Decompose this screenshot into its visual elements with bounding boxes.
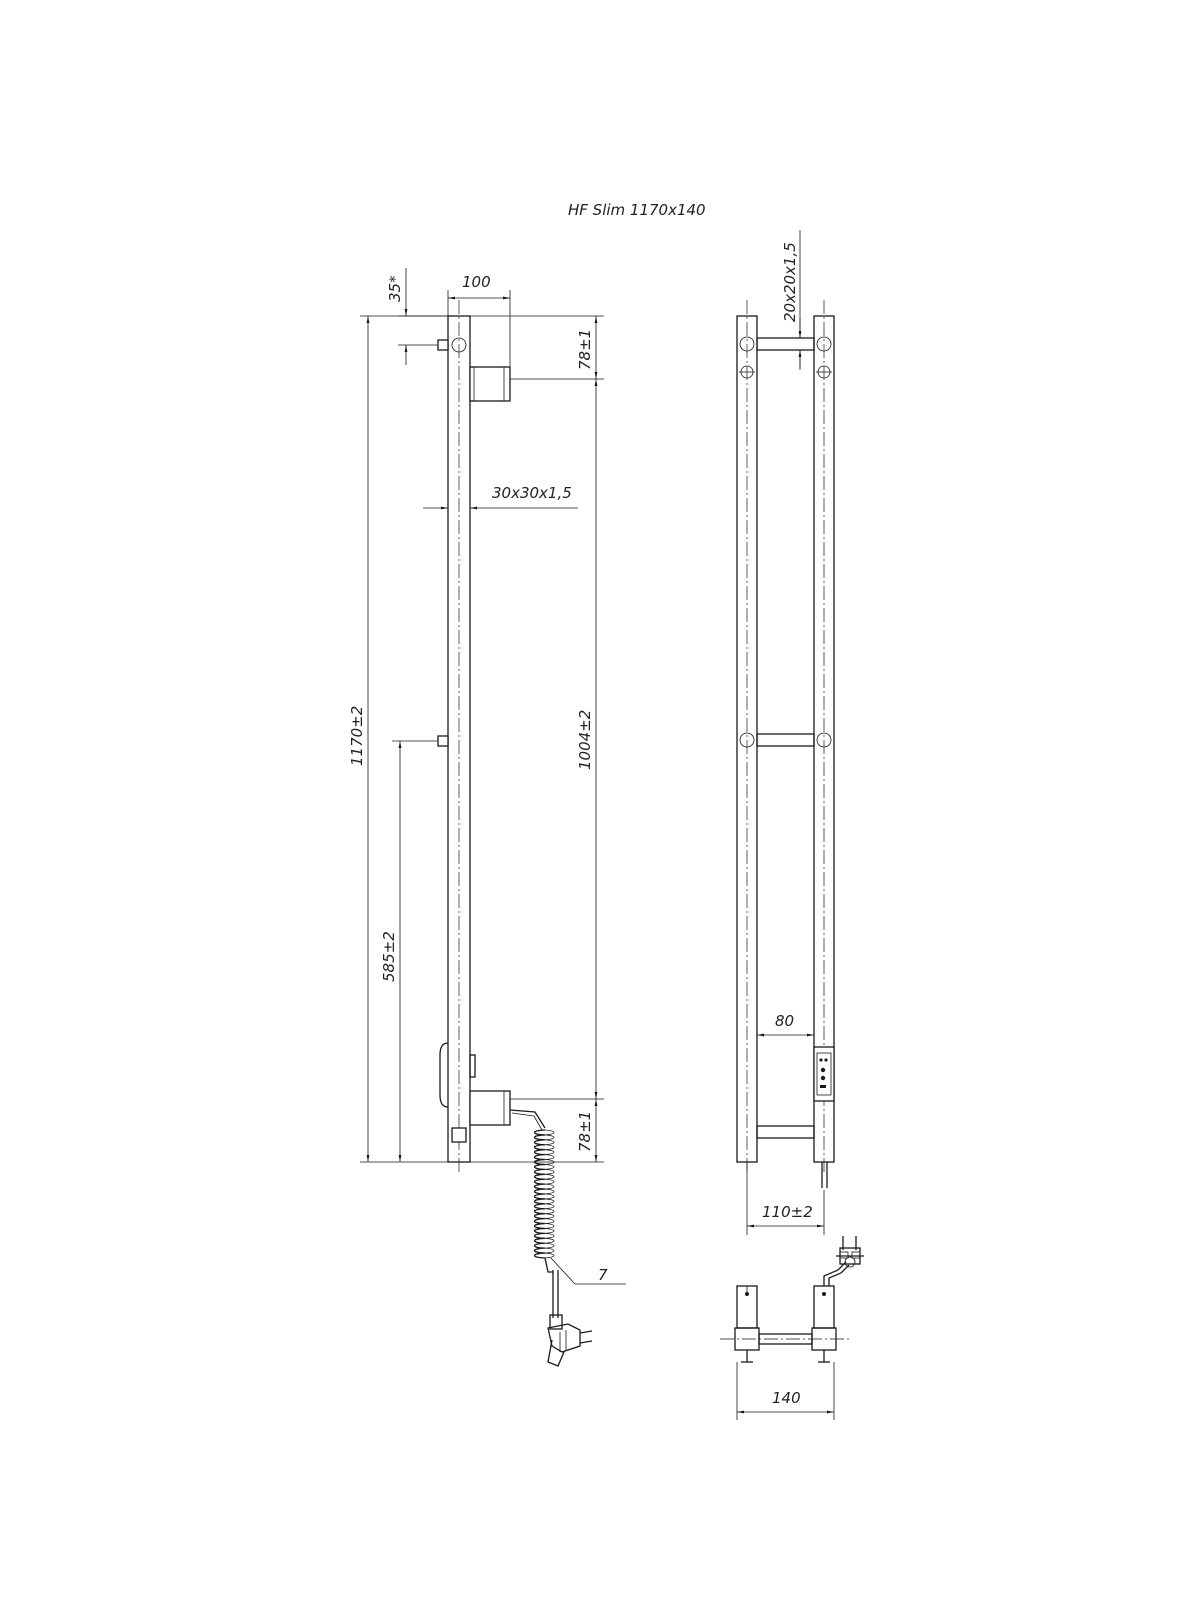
plug-icon [547,1270,593,1367]
dim-80-label: 80 [775,1012,794,1030]
dim-78-bottom-label: 78±1 [576,1111,594,1152]
coiled-cable [533,1129,555,1273]
top-plug-icon [836,1236,864,1268]
callout-7-label: 7 [598,1266,608,1284]
dim-100-label: 100 [462,273,491,291]
dim-30-label: 30x30x1,5 [492,484,572,502]
dim-140-label: 140 [772,1389,801,1407]
side-view: 7 1170±2 585±2 35* 100 78±1 1004±2 [348,268,626,1367]
drawing-title: HF Slim 1170x140 [568,201,706,219]
dim-78-top-label: 78±1 [576,329,594,370]
dim-1004-label: 1004±2 [576,710,594,770]
front-view: 20x20x1,5 80 110±2 [736,230,835,1235]
dim-585-label: 585±2 [380,931,398,982]
dim-35-label: 35* [386,275,404,302]
dim-20-label: 20x20x1,5 [781,242,799,322]
controller-icon [813,1046,835,1102]
dim-1170-label: 1170±2 [348,706,366,766]
dim-110-label: 110±2 [762,1203,813,1221]
top-view: 140 [720,1236,864,1420]
